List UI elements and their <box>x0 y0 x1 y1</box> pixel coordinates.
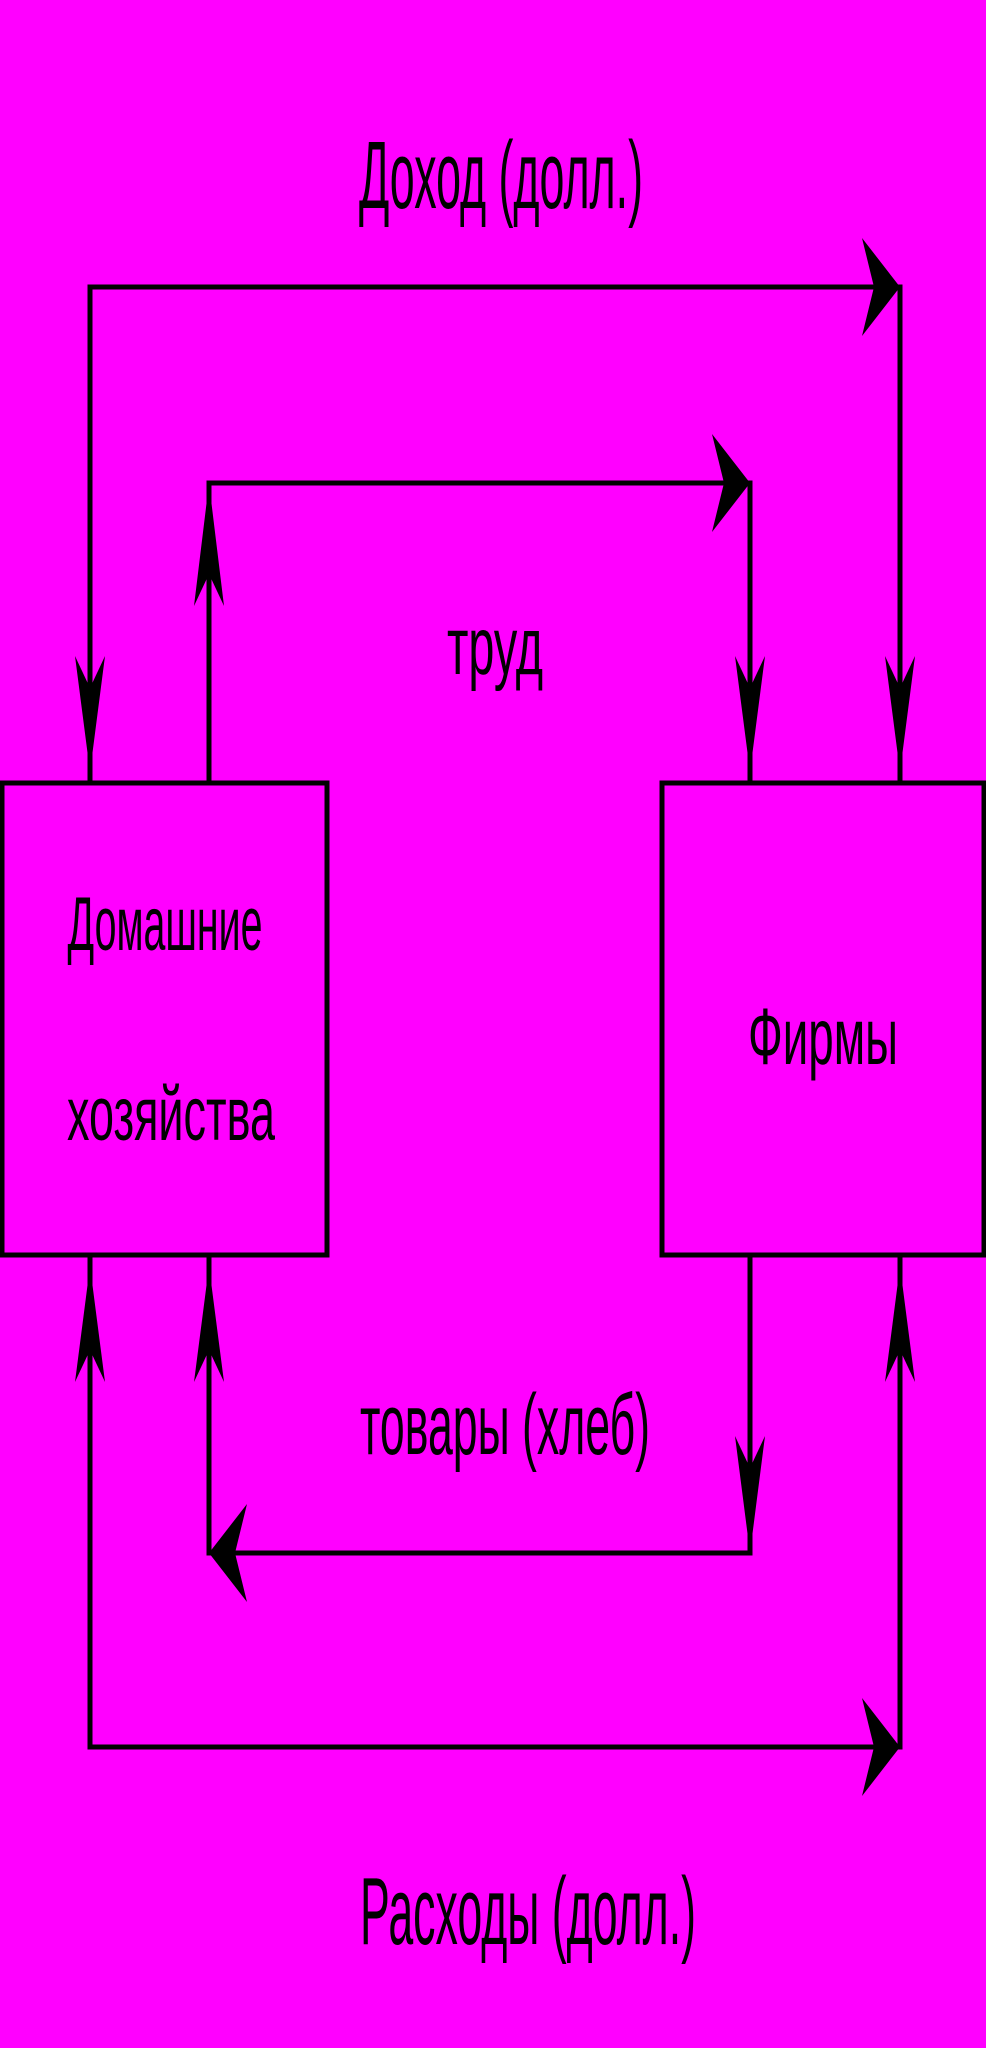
goods-flow-line <box>206 1255 753 1556</box>
income-arrowhead-to-households <box>75 656 105 772</box>
income-arrowhead-to-firms <box>885 656 915 772</box>
firms-box <box>659 780 986 1258</box>
households-label-line2: хозяйства <box>67 1072 275 1157</box>
income-arrowhead-right <box>862 238 900 336</box>
labor-arrowhead-right <box>712 434 750 532</box>
labor-label: труд <box>447 601 543 692</box>
labor-arrowhead-to-firms <box>735 656 765 772</box>
goods-arrowhead-down <box>735 1436 765 1553</box>
labor-flow-line <box>206 480 753 783</box>
goods-label: товары (хлеб) <box>360 1377 650 1473</box>
expenditure-arrowhead-from-households <box>75 1266 105 1382</box>
labor-arrowhead-up <box>194 483 224 606</box>
income-flow-line <box>87 284 903 783</box>
income-label: Доход (долл.) <box>359 122 643 229</box>
households-label-line1: Домашние <box>68 882 263 967</box>
expenditure-label: Расходы (долл.) <box>360 1858 696 1965</box>
firms-label: Фирмы <box>748 992 898 1081</box>
expenditure-flow-line <box>87 1255 903 1750</box>
households-box <box>0 780 330 1258</box>
goods-arrowhead-left <box>209 1504 247 1602</box>
expenditure-arrowhead-to-firms <box>885 1266 915 1382</box>
goods-arrowhead-to-households <box>194 1266 224 1382</box>
expenditure-arrowhead-right <box>862 1698 900 1796</box>
